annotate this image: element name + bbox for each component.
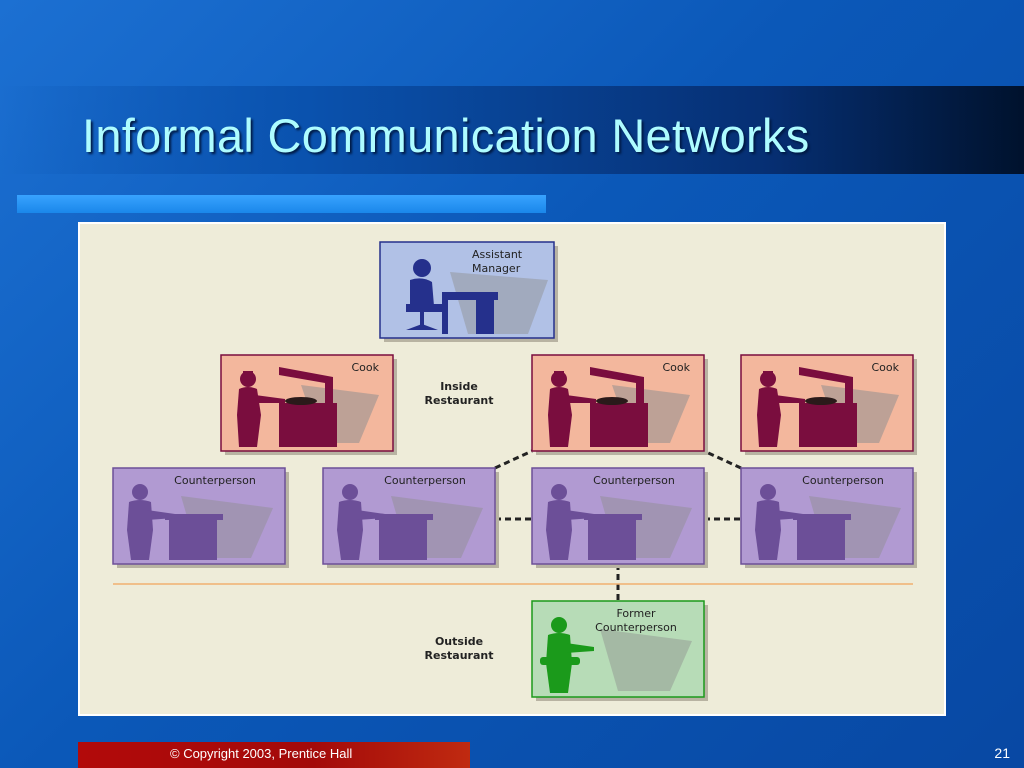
- node-counterperson-2: Counterperson: [322, 467, 499, 568]
- region-label-region_inside-1: Restaurant: [425, 394, 494, 407]
- links-layer: [494, 449, 742, 601]
- node-label-former-counterperson-1: Counterperson: [595, 621, 677, 634]
- node-label-cook-1-0: Cook: [351, 361, 379, 374]
- link-counterperson-2-cook-2: [494, 449, 533, 470]
- region-label-region_inside-0: Inside: [440, 380, 478, 393]
- node-label-counterperson-1-0: Counterperson: [174, 474, 256, 487]
- node-label-former-counterperson-0: Former: [617, 607, 656, 620]
- region-label-region_outside-0: Outside: [435, 635, 483, 648]
- title-band: [0, 86, 1024, 174]
- node-label-assistant-manager-1: Manager: [472, 262, 521, 275]
- node-counterperson-4: Counterperson: [740, 467, 917, 568]
- link-counterperson-4-cook-2: [703, 449, 742, 470]
- title-accent-line: [17, 195, 546, 213]
- node-label-counterperson-3-0: Counterperson: [593, 474, 675, 487]
- footer-bar: [78, 742, 470, 768]
- node-cook-1: Cook: [220, 354, 397, 455]
- node-cook-2: Cook: [531, 354, 708, 455]
- node-counterperson-3: Counterperson: [531, 467, 708, 568]
- node-label-counterperson-4-0: Counterperson: [802, 474, 884, 487]
- slide-title: Informal Communication Networks: [82, 109, 810, 162]
- node-label-assistant-manager-0: Assistant: [472, 248, 523, 261]
- copyright-text: © Copyright 2003, Prentice Hall: [170, 746, 353, 761]
- node-label-cook-3-0: Cook: [871, 361, 899, 374]
- region-label-region_outside-1: Restaurant: [425, 649, 494, 662]
- node-label-counterperson-2-0: Counterperson: [384, 474, 466, 487]
- node-counterperson-1: Counterperson: [112, 467, 289, 568]
- page-number: 21: [994, 745, 1010, 761]
- node-cook-3: Cook: [740, 354, 917, 455]
- node-label-cook-2-0: Cook: [662, 361, 690, 374]
